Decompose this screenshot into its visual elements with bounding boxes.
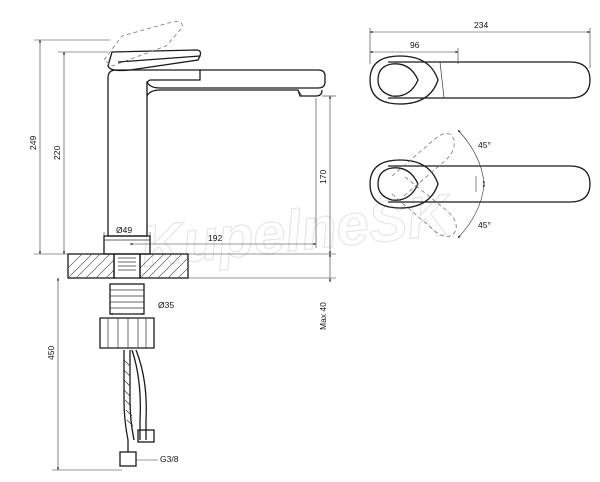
dim-total-height: 249 [28, 136, 38, 150]
faucet-side-view [67, 21, 326, 467]
side-view-dimensions [34, 39, 336, 471]
angle-lower: 45° [478, 220, 491, 230]
dim-spout-height: 170 [318, 170, 328, 184]
dim-thread: G3/8 [160, 454, 179, 464]
dim-base-diameter: Ø49 [116, 225, 132, 235]
angle-upper: 45° [478, 140, 491, 150]
dim-hose-length: 450 [46, 346, 56, 360]
dim-body-height: 220 [52, 146, 62, 160]
dim-handle-head: 96 [410, 40, 420, 50]
dim-shank-diameter: Ø35 [158, 300, 174, 310]
handle-top-view [369, 28, 591, 105]
dim-spout-reach: 192 [208, 233, 222, 243]
handle-rotation-view [369, 129, 591, 239]
dim-max-deck: Max 40 [318, 302, 328, 330]
dim-handle-total-length: 234 [474, 20, 488, 30]
